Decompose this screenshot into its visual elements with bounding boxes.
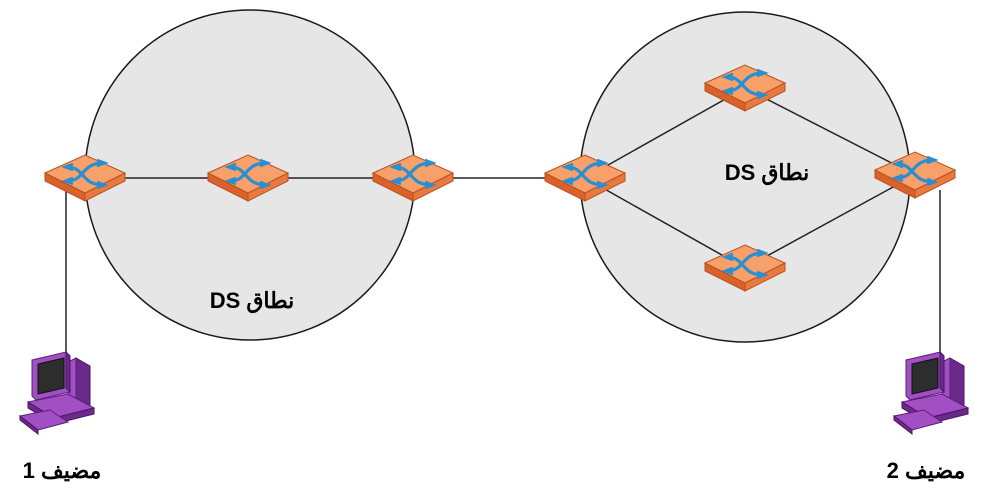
ds-domain-label-right: نطاق DS: [725, 160, 810, 186]
link: [584, 177, 746, 269]
host-computer-icon: [893, 351, 969, 435]
host-2-label: مضيف 2: [887, 458, 966, 483]
links: [65, 87, 941, 355]
host-computer-icon: [19, 351, 95, 435]
link: [744, 87, 916, 176]
link: [584, 87, 746, 179]
ds-domain-label-left: نطاق DS: [210, 288, 295, 314]
host-1-label: مضيف 1: [23, 458, 102, 483]
link: [744, 174, 916, 269]
